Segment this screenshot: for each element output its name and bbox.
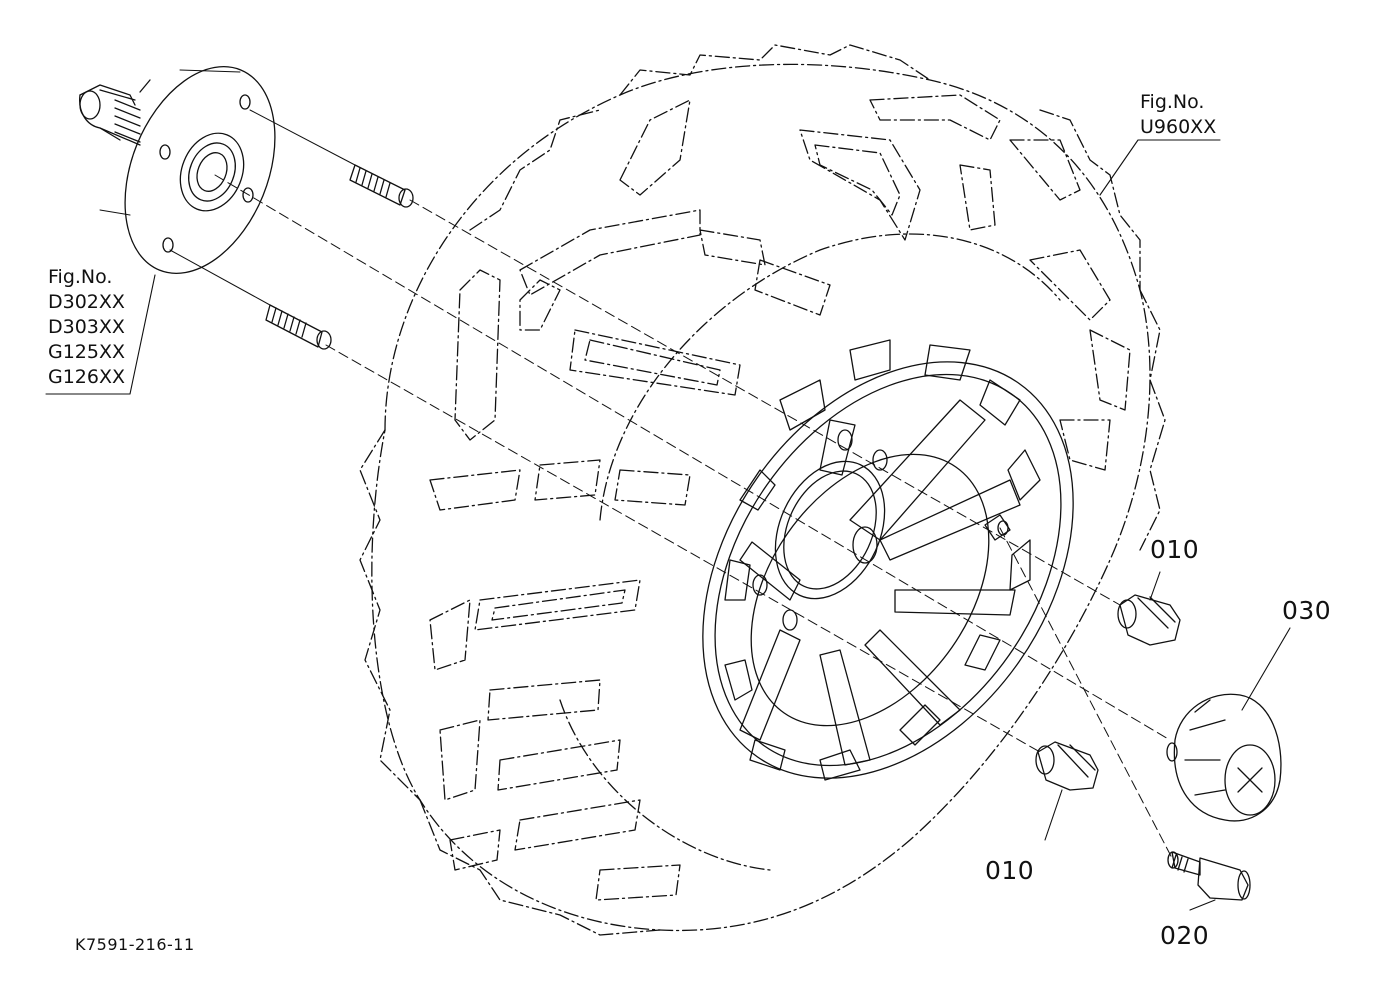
callout-hub-cap: 030 <box>1282 596 1332 625</box>
hub-fig-code: D303XX <box>48 316 125 338</box>
leader-lines <box>45 139 1291 911</box>
lug-nut-upper <box>1117 594 1181 646</box>
hub-fig-heading: Fig.No. <box>48 266 113 288</box>
hub-fig-ref: Fig.No. D302XX D303XX G125XX G126XX <box>48 268 125 393</box>
assembly-center-lines <box>99 69 1173 859</box>
callout-nut-lower: 010 <box>985 856 1035 885</box>
wheel-stud-lower <box>265 304 332 350</box>
callout-nut-upper: 010 <box>1150 535 1200 564</box>
hub-fig-code: G125XX <box>48 341 126 363</box>
callout-valve-stem: 020 <box>1160 921 1210 950</box>
tire-outline <box>359 44 1166 936</box>
tire-fig-heading: Fig.No. <box>1140 91 1205 113</box>
valve-stem <box>1167 851 1251 901</box>
tire-fig-code: U960XX <box>1140 116 1217 138</box>
drawing-code: K7591-216-11 <box>75 935 195 954</box>
tire-fig-ref: Fig.No. U960XX <box>1140 93 1216 143</box>
wheel-stud-upper <box>349 164 414 208</box>
wheel-rim <box>702 339 1074 781</box>
hub-fig-code: G126XX <box>48 366 126 388</box>
hub-assembly <box>79 66 276 274</box>
hub-fig-code: D302XX <box>48 291 125 313</box>
hub-cap <box>1166 693 1282 822</box>
lug-nut-lower <box>1035 741 1099 791</box>
